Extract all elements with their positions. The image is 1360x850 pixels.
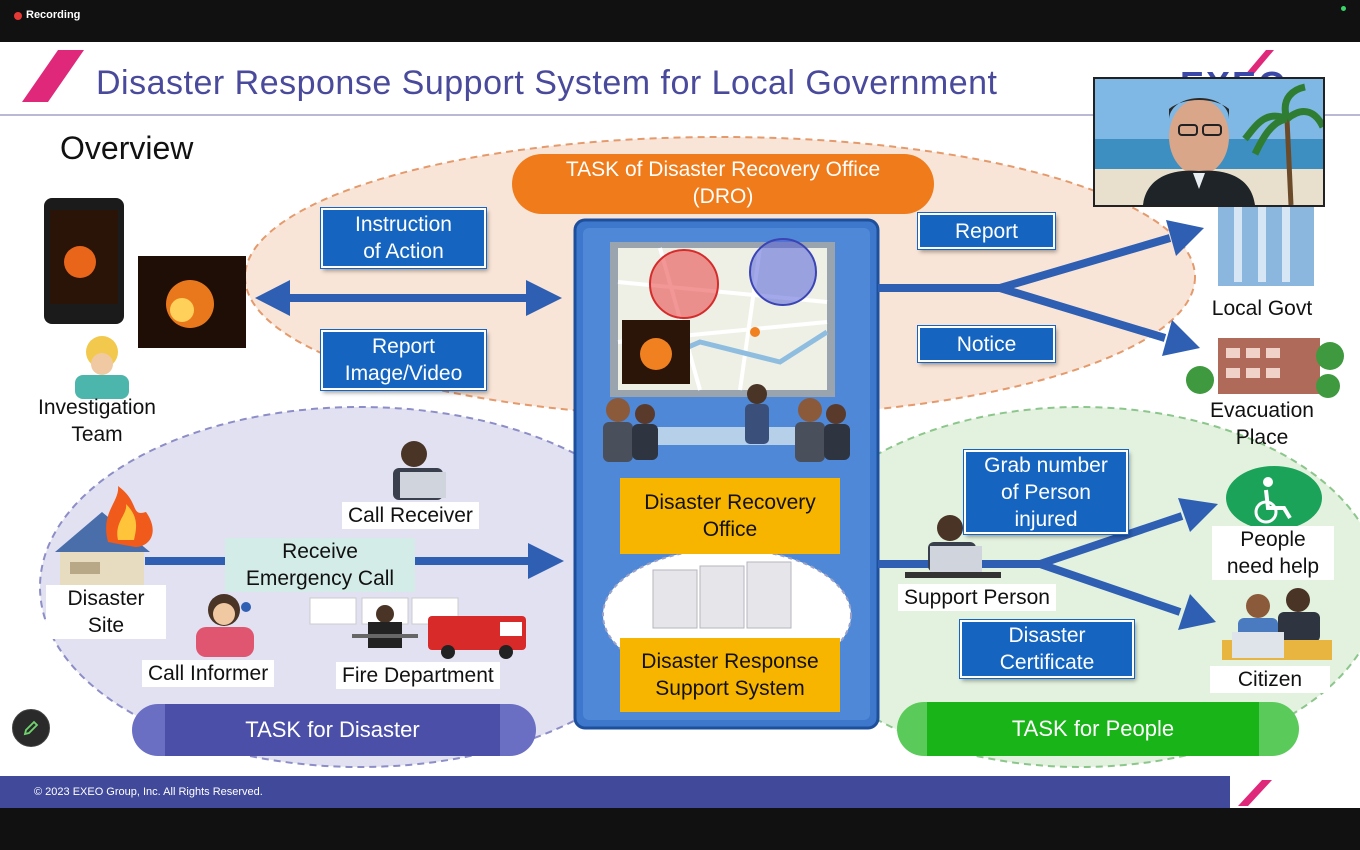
record-dot-icon bbox=[14, 12, 22, 20]
support-person-label: Support Person bbox=[898, 584, 1056, 611]
meeting-bottom-bar bbox=[0, 808, 1360, 850]
meeting-table bbox=[630, 427, 820, 445]
notice-box: Notice bbox=[918, 326, 1055, 362]
pencil-icon bbox=[23, 720, 39, 736]
status-dot-icon bbox=[1341, 6, 1346, 11]
shared-slide: Disaster Response Support System for Loc… bbox=[0, 42, 1360, 808]
copyright-text: © 2023 EXEO Group, Inc. All Rights Reser… bbox=[34, 786, 263, 798]
local-govt-label: Local Govt bbox=[1211, 297, 1313, 320]
task-people-label: TASK for People bbox=[1011, 716, 1175, 741]
participant-video-feed bbox=[1095, 79, 1323, 205]
dro-task-label: TASK of Disaster Recovery Office (DRO) bbox=[565, 158, 881, 208]
meeting-top-bar: Recording bbox=[0, 0, 1360, 42]
support-person-icon bbox=[937, 515, 963, 541]
fire-department-label: Fire Department bbox=[336, 662, 500, 689]
overview-heading: Overview bbox=[60, 130, 194, 166]
accent-slash-icon bbox=[22, 50, 84, 102]
slide-title: Disaster Response Support System for Loc… bbox=[96, 64, 998, 102]
call-receiver-icon bbox=[401, 441, 427, 467]
annotate-button[interactable] bbox=[12, 709, 50, 747]
wheelchair-icon bbox=[1226, 466, 1322, 530]
citizen-icon bbox=[1246, 594, 1270, 618]
evacuation-building-icon bbox=[1218, 338, 1320, 394]
call-receiver-label: Call Receiver bbox=[342, 502, 479, 529]
task-disaster-label: TASK for Disaster bbox=[245, 717, 420, 742]
dro-task-pill bbox=[512, 154, 934, 214]
logo-accent-icon bbox=[1244, 50, 1274, 76]
citizen-label: Citizen bbox=[1210, 666, 1330, 693]
recording-label: Recording bbox=[26, 9, 81, 21]
participant-video-tile[interactable] bbox=[1093, 77, 1325, 207]
diagram-graphics bbox=[22, 50, 1360, 808]
title-divider bbox=[0, 114, 1360, 116]
report-box: Report bbox=[918, 213, 1055, 249]
slide-footer bbox=[0, 776, 1230, 808]
call-informer-label: Call Informer bbox=[142, 660, 275, 687]
